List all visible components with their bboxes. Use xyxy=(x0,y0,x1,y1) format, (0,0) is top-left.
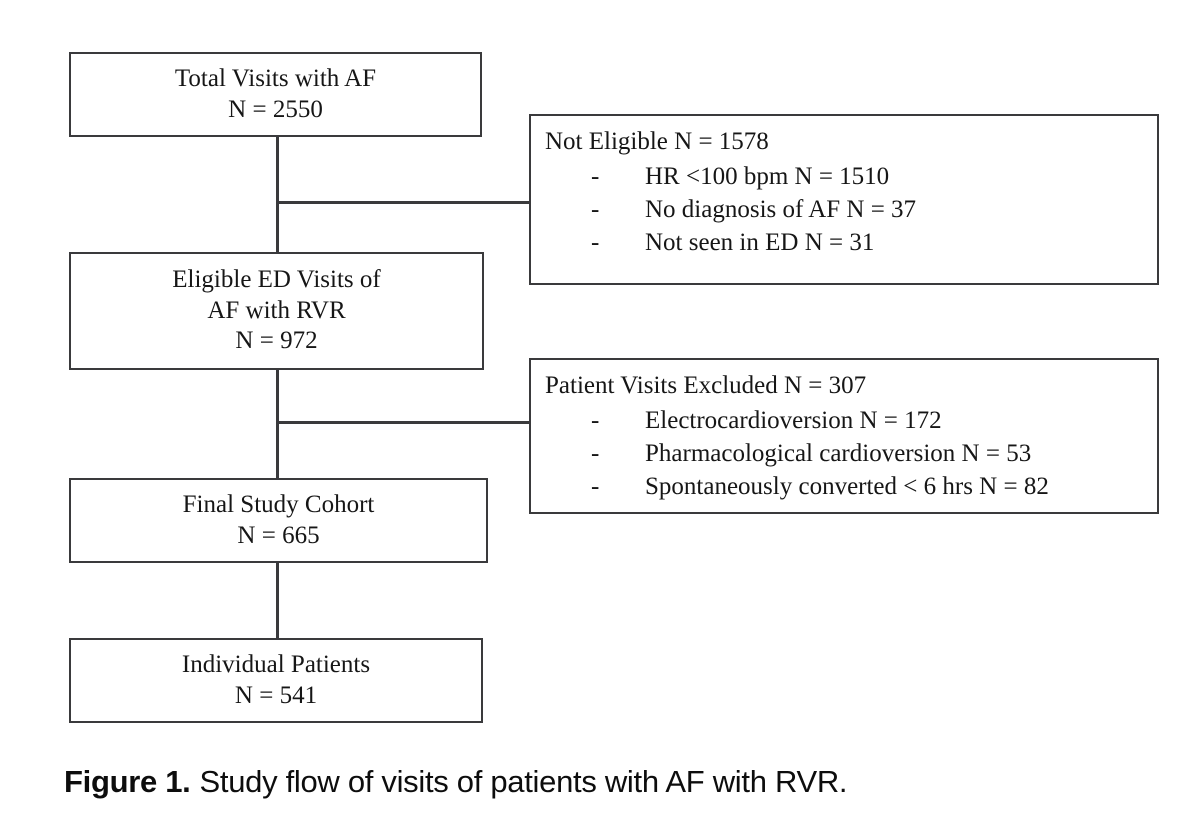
node-eligible-ed-visits-line-1: Eligible ED Visits of xyxy=(172,266,381,294)
figure-caption: Figure 1.Study flow of visits of patient… xyxy=(64,762,1164,802)
connector-eligible-to-cohort xyxy=(276,368,279,480)
dash-bullet: - xyxy=(591,439,600,467)
list-item: - Pharmacological cardioversion N = 53 xyxy=(545,437,1157,470)
list-item-text: Electrocardioversion N = 172 xyxy=(645,406,942,434)
node-total-visits-line-2: N = 2550 xyxy=(228,95,323,123)
node-eligible-ed-visits-line-3: N = 972 xyxy=(235,327,318,355)
list-item-text: Pharmacological cardioversion N = 53 xyxy=(645,439,1032,467)
node-individual-patients-line-1: Individual Patients xyxy=(181,651,371,678)
connector-branch-not-eligible xyxy=(276,201,531,204)
figure-caption-label: Figure 1. xyxy=(64,764,191,799)
node-final-study-cohort-line-1: Final Study Cohort xyxy=(182,491,375,518)
node-individual-patients: Individual Patients N = 541 xyxy=(69,638,483,723)
dash-bullet: - xyxy=(591,472,600,500)
exclusion-not-eligible-list: - HR <100 bpm N = 1510 - No diagnosis of… xyxy=(545,160,1157,259)
dash-bullet: - xyxy=(591,406,600,434)
dash-bullet: - xyxy=(591,228,600,256)
list-item: - Not seen in ED N = 31 xyxy=(545,226,1157,259)
list-item: - Electrocardioversion N = 172 xyxy=(545,404,1157,437)
figure-caption-text: Study flow of visits of patients with AF… xyxy=(199,764,848,799)
connector-branch-excluded xyxy=(276,421,531,424)
exclusion-not-eligible-heading: Not Eligible N = 1578 xyxy=(545,128,769,155)
list-item-text: Spontaneously converted < 6 hrs N = 82 xyxy=(645,472,1049,500)
dash-bullet: - xyxy=(591,162,600,190)
node-eligible-ed-visits-line-2: AF with RVR xyxy=(207,296,346,324)
list-item: - HR <100 bpm N = 1510 xyxy=(545,160,1157,193)
node-final-study-cohort-line-2: N = 665 xyxy=(237,521,320,549)
node-total-visits: Total Visits with AF N = 2550 xyxy=(69,52,482,137)
list-item-text: Not seen in ED N = 31 xyxy=(645,228,875,256)
connector-total-to-eligible xyxy=(276,136,279,254)
exclusion-not-eligible: Not Eligible N = 1578 - HR <100 bpm N = … xyxy=(529,114,1159,285)
node-final-study-cohort: Final Study Cohort N = 665 xyxy=(69,478,488,563)
exclusion-patient-visits-excluded: Patient Visits Excluded N = 307 - Electr… xyxy=(529,358,1159,514)
list-item-text: HR <100 bpm N = 1510 xyxy=(645,162,890,190)
node-eligible-ed-visits: Eligible ED Visits of AF with RVR N = 97… xyxy=(69,252,484,370)
exclusion-patient-visits-excluded-heading: Patient Visits Excluded N = 307 xyxy=(545,372,867,399)
list-item: - No diagnosis of AF N = 37 xyxy=(545,193,1157,226)
node-total-visits-line-1: Total Visits with AF xyxy=(174,65,377,92)
list-item: - Spontaneously converted < 6 hrs N = 82 xyxy=(545,470,1157,503)
list-item-text: No diagnosis of AF N = 37 xyxy=(645,195,917,223)
node-individual-patients-line-2: N = 541 xyxy=(234,681,318,709)
dash-bullet: - xyxy=(591,195,600,223)
exclusion-patient-visits-excluded-list: - Electrocardioversion N = 172 - Pharmac… xyxy=(545,404,1157,503)
connector-cohort-to-individual xyxy=(276,561,279,640)
